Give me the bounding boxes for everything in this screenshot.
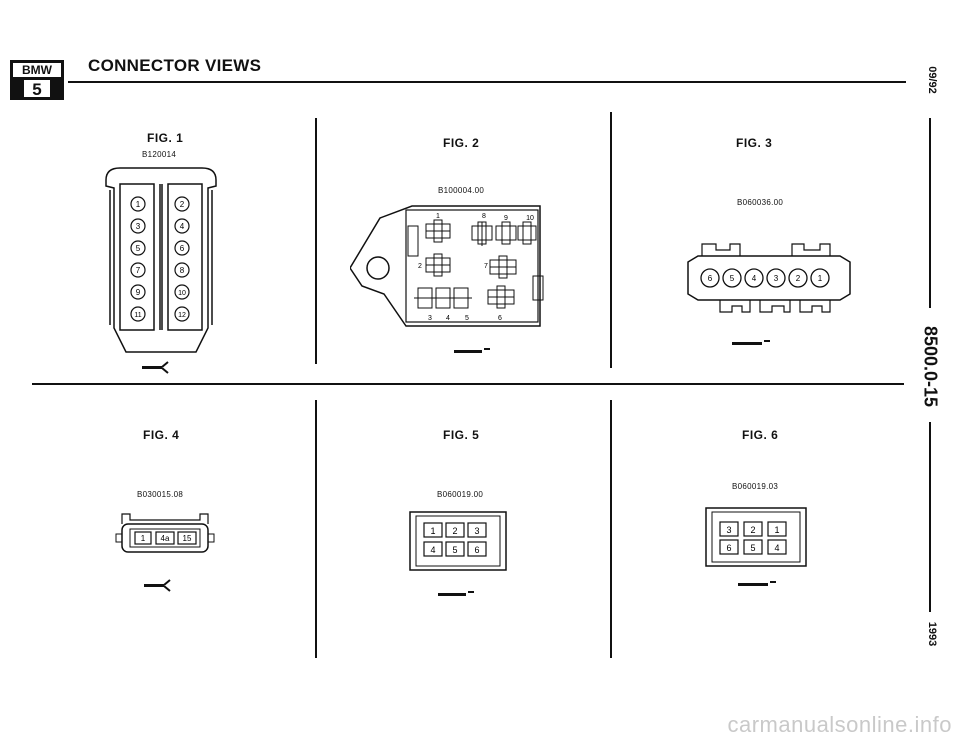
fig5-label: FIG. 5 [443,428,480,442]
fig5-code: B060019.00 [437,490,484,499]
fig2-pin-3: 3 [428,315,432,322]
fig1-pin-9: 9 [136,288,141,297]
side-date: 09/92 [926,66,938,94]
fig2-orientation-arrow-icon [454,348,490,353]
fig6-pin-3: 3 [726,525,731,535]
fig1-pin-1: 1 [136,200,141,209]
fig4-connector: 1 4a 15 [115,513,215,592]
fig5-pin-3: 3 [474,526,479,536]
fig3-pin-5: 5 [730,274,735,283]
fig6-pin-6: 6 [726,543,731,553]
fig4-pin-15: 15 [183,534,192,543]
fig4-label: FIG. 4 [143,428,180,442]
fig5-pin-4: 4 [430,545,435,555]
fig1-pin-8: 8 [180,266,185,275]
side-rule-2 [929,422,931,612]
fig6-pin-1: 1 [774,525,779,535]
page-title: CONNECTOR VIEWS [88,56,262,75]
fig6-orientation-arrow-icon [738,581,776,586]
header-rule [68,81,906,83]
fig4-pin-1: 1 [141,534,146,543]
fig1-orientation-arrow-icon [142,361,169,374]
side-page-number: 8500.0-15 [920,325,941,408]
fig3-code: B060036.00 [737,198,784,207]
fig6-connector: 3 2 1 6 5 4 [705,507,807,586]
fig6-code: B060019.03 [732,482,779,491]
fig2-pin-4: 4 [446,315,450,322]
middle-horizontal-divider [32,383,904,385]
fig3-connector: 6 5 4 3 2 1 [687,243,851,345]
fig2-connector: 1 8 9 10 2 7 3 4 5 6 [350,205,544,353]
fig1-connector: 1 2 3 4 5 6 7 8 9 10 11 12 [105,167,217,374]
side-year: 1993 [926,621,938,647]
fig1-pin-10: 10 [178,290,186,297]
fig5-pin-2: 2 [452,526,457,536]
fig2-pin-2: 2 [418,263,422,270]
fig1-pin-11: 11 [134,312,141,319]
fig1-label: FIG. 1 [147,131,184,145]
fig3-pin-3: 3 [774,274,779,283]
fig4-pin-4a: 4a [161,534,170,543]
fig6-pin-4: 4 [774,543,779,553]
fig5-pin-1: 1 [430,526,435,536]
fig4-orientation-arrow-icon [144,579,171,592]
fig3-pin-4: 4 [752,274,757,283]
fig1-code: B120014 [142,150,177,159]
fig3-pin-1: 1 [818,274,823,283]
fig5-pin-5: 5 [452,545,457,555]
vertical-divider-top-right [610,112,612,368]
fig1-pin-2: 2 [180,200,185,209]
watermark-text: carmanualsonline.info [727,712,952,737]
fig4-code: B030015.08 [137,490,184,499]
fig1-pin-12: 12 [178,312,186,319]
fig6-label: FIG. 6 [742,428,779,442]
fig1-pin-6: 6 [180,244,185,253]
fig5-orientation-arrow-icon [438,591,474,596]
fig5-pin-6: 6 [474,545,479,555]
logo-text-5: 5 [32,80,41,99]
fig2-pin-5: 5 [465,315,469,322]
fig2-label: FIG. 2 [443,136,480,150]
fig2-pin-1: 1 [436,213,440,220]
fig1-pin-3: 3 [136,222,141,231]
fig1-pin-7: 7 [136,266,141,275]
fig3-label: FIG. 3 [736,136,773,150]
vertical-divider-bottom-right [610,400,612,658]
logo-text-bmw: BMW [22,63,53,77]
vertical-divider-bottom-left [315,400,317,658]
fig2-pin-7: 7 [484,263,488,270]
fig2-pin-10: 10 [526,215,534,222]
fig2-code: B100004.00 [438,186,485,195]
fig2-pin-6: 6 [498,315,502,322]
side-rule-1 [929,118,931,308]
vertical-divider-top-left [315,118,317,364]
fig6-pin-2: 2 [750,525,755,535]
fig1-pin-5: 5 [136,244,141,253]
fig3-orientation-arrow-icon [732,340,770,345]
fig5-connector: 1 2 3 4 5 6 [409,511,507,596]
fig2-pin-8: 8 [482,213,486,220]
fig3-pin-6: 6 [708,274,713,283]
fig1-pin-4: 4 [180,222,185,231]
fig6-pin-5: 5 [750,543,755,553]
fig3-pin-2: 2 [796,274,801,283]
fig2-pin-9: 9 [504,215,508,222]
bmw-5-logo: BMW 5 [8,58,66,102]
